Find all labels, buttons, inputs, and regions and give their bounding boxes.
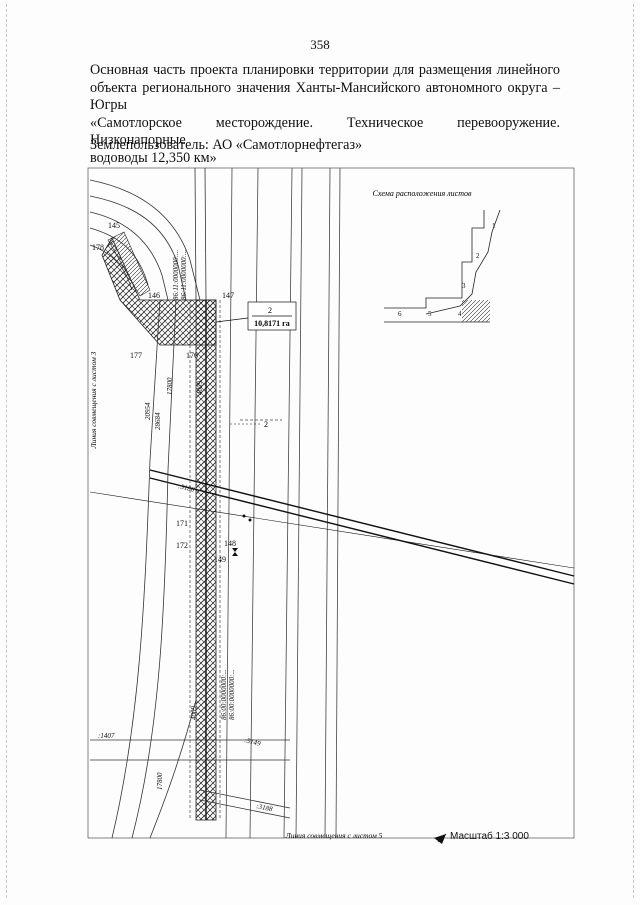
side-number: 4009: [196, 381, 204, 396]
page-border: [6, 4, 634, 898]
parcel-area: 10,8171 га: [254, 319, 290, 328]
point-label: 171: [176, 519, 188, 528]
left-join-label: Линия совмещения с листом 3: [89, 351, 98, 449]
point-label: 149: [214, 555, 226, 564]
point-labels: 145 146 147 148 149 171 172 176 177 178: [92, 221, 236, 564]
cadastral-number: 86:00:0000000:...: [228, 669, 236, 720]
lower-roads: [90, 299, 291, 839]
bottom-join-label: Линия совмещения с листом 5: [285, 831, 383, 840]
curved-roads: [89, 167, 207, 301]
boundary-lines: [189, 300, 282, 820]
cadastral-number: 86:11:0000000:...: [180, 250, 188, 300]
side-number: 20954: [144, 402, 152, 420]
point-label: 146: [148, 291, 160, 300]
sheet-number: 5: [428, 310, 432, 318]
side-number: 17800: [166, 377, 174, 395]
north-arrow-icon: [434, 833, 447, 844]
misc-labels: :3188 :5149 :3188: [178, 482, 274, 813]
pipeline-corridor: [195, 299, 217, 821]
parcel-callout-2: 2: [230, 420, 268, 429]
point-label: 172: [176, 541, 188, 550]
side-number: 28684: [154, 412, 162, 430]
side-numbers: 20954 28684 17800 4009 17800 4009: [144, 377, 204, 790]
map-frame: [87, 167, 575, 839]
misc-label: :3188: [256, 802, 274, 813]
scheme-title: Схема расположения листов: [373, 189, 472, 198]
cadastral-number: 86:00:0000000:...: [220, 669, 228, 720]
road-lines: [225, 167, 341, 839]
heading-line: «Самотлорское месторождение. Техническое…: [90, 114, 560, 149]
sheet-number: 2: [476, 252, 480, 260]
cadastral-labels: 86:11:0000000:... 86:11:0000000:... 86:0…: [98, 250, 236, 740]
side-number: 4009: [190, 706, 198, 721]
land-user-label: Землепользователь: АО «Самотлорнефтегаз»: [90, 137, 363, 153]
point-label: 176: [186, 351, 198, 360]
sheet-number: 1: [492, 222, 496, 230]
parcel-callout-label: 2: [264, 420, 268, 429]
survey-marks: [232, 514, 252, 556]
point-label: 178: [92, 243, 104, 252]
document-heading: Основная часть проекта планировки террит…: [90, 62, 560, 167]
cadastral-number: 86:11:0000000:...: [172, 250, 180, 300]
heading-line: Основная часть проекта планировки террит…: [90, 62, 560, 78]
point-label: 177: [130, 351, 142, 360]
point-label: 145: [108, 221, 120, 230]
sheet-scheme: Схема расположения листов 1 2 3 4 5 6: [373, 189, 501, 323]
page-number: 358: [310, 37, 330, 52]
sheet-number: 6: [398, 310, 402, 318]
misc-label: :5149: [244, 736, 262, 748]
point-label: 147: [222, 291, 234, 300]
sheet-number: 3: [462, 282, 466, 290]
sheet-number: 4: [458, 310, 462, 318]
crossing-pipelines: [89, 469, 575, 585]
parcel-callout: 2 10,8171 га: [215, 301, 297, 331]
point-label: 148: [224, 539, 236, 548]
heading-line: объекта регионального значения Ханты-Ман…: [90, 79, 560, 114]
parcel-number: 2: [268, 306, 272, 315]
cadastral-short: :1407: [98, 732, 115, 740]
misc-label: :3188: [178, 482, 196, 494]
scale-label: Масштаб 1:3 000: [430, 831, 529, 842]
hatched-zone: [101, 231, 217, 346]
scale-text: Масштаб 1:3 000: [450, 831, 529, 842]
side-number: 17800: [156, 772, 164, 790]
heading-line: водоводы 12,350 км»: [90, 149, 217, 166]
